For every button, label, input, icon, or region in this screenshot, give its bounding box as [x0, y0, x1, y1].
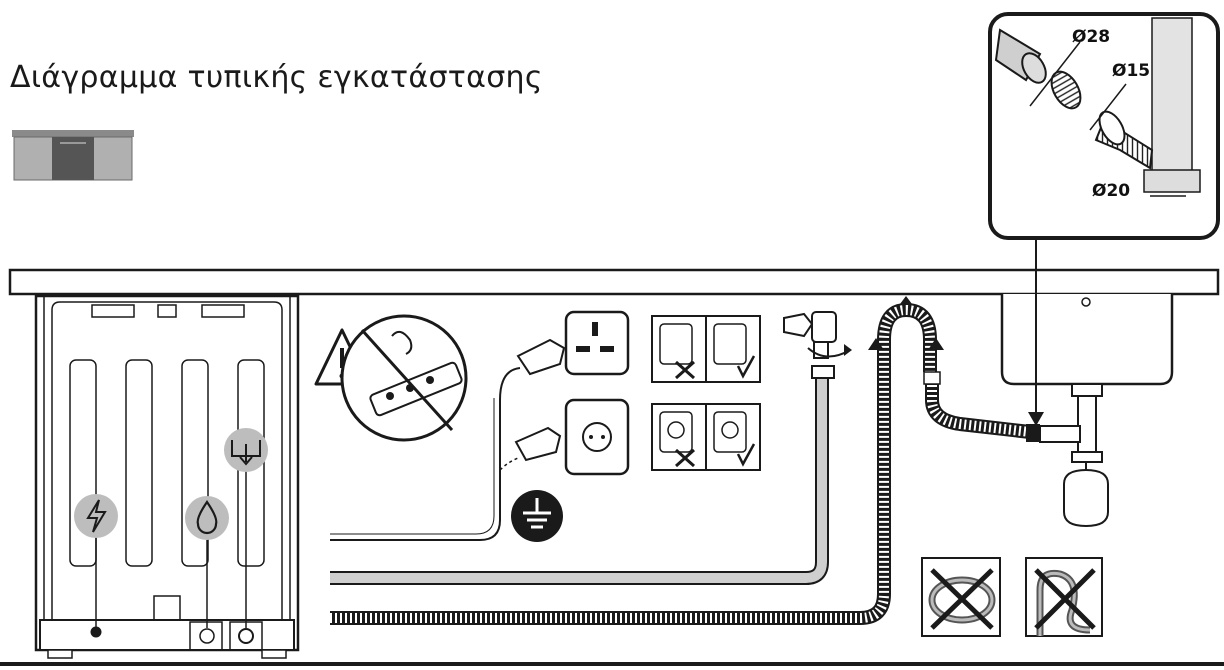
- water-tap-icon: [783, 311, 852, 379]
- ground-icon: [511, 490, 563, 542]
- drain-icon: [224, 428, 268, 472]
- dim-outer-label: Ø28: [1072, 27, 1110, 47]
- incorrect-routing-1: [921, 557, 1001, 637]
- socket-orientation-panel-uk: [651, 315, 761, 383]
- uk-socket-icon: [516, 310, 630, 376]
- schuko-socket-icon: [499, 398, 630, 476]
- dim-inner-label: Ø15: [1112, 61, 1150, 81]
- power-cord: [330, 367, 521, 541]
- dishwasher-rear: [34, 294, 300, 659]
- no-power-strip-icon: [340, 314, 468, 442]
- drain-hose: [330, 302, 937, 625]
- socket-orientation-panel-schuko: [651, 403, 761, 471]
- lightning-icon: [74, 494, 118, 538]
- water-drop-icon: [185, 496, 229, 540]
- connection-detail-inset: Ø28 Ø15 Ø20: [988, 12, 1220, 240]
- page-title: Διάγραμμα τυπικής εγκατάστασης: [10, 60, 543, 95]
- countertop: [8, 268, 1220, 296]
- dim-base-label: Ø20: [1092, 181, 1130, 201]
- sink-siphon: [1000, 294, 1174, 528]
- incorrect-routing-2: [1025, 557, 1103, 637]
- cabinet-thumbnail: [12, 130, 134, 181]
